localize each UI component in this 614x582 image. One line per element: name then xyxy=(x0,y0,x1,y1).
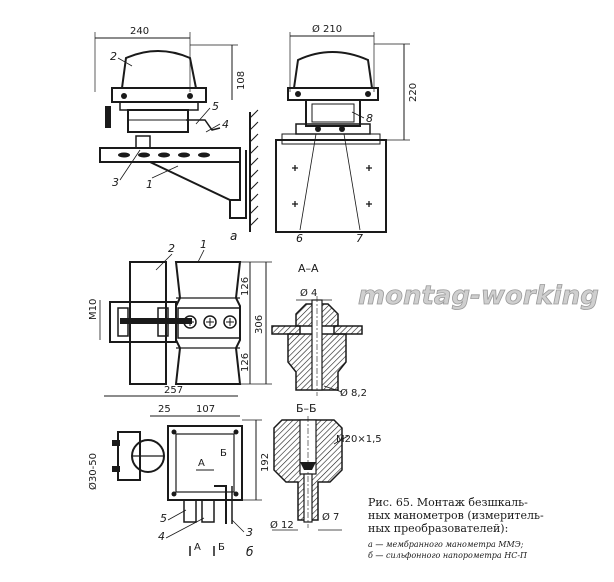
dim-306: 306 xyxy=(254,315,265,334)
callout-5-b: 5 xyxy=(160,512,167,525)
dim-126-bottom: 126 xyxy=(240,353,251,372)
section-bb-dim-right: Ø 7 xyxy=(322,511,339,523)
callout-4-b: 4 xyxy=(158,530,165,543)
callout-1-a: 1 xyxy=(146,178,153,191)
wall-hatch xyxy=(249,109,259,227)
section-bb: Б–Б M20×1,5 Ø 12 Ø 7 xyxy=(270,402,382,531)
callout-3-b: 3 xyxy=(246,526,253,539)
section-aa-dim-bottom: Ø 8,2 xyxy=(340,387,367,399)
callout-3-a: 3 xyxy=(112,176,119,189)
callout-6-a: 6 xyxy=(296,232,303,245)
section-aa: А–А Ø 4 Ø 8,2 xyxy=(271,262,367,399)
view-b-assembly: 2 1 M10 126 306 126 xyxy=(88,238,272,397)
caption-line-4: а — мембранного манометра ММЭ; xyxy=(368,540,524,549)
callout-5-a: 5 xyxy=(212,100,219,113)
callout-2-a: 2 xyxy=(110,50,117,63)
dim-pipe: Ø30-50 xyxy=(87,453,99,490)
dim-126-top: 126 xyxy=(240,277,251,296)
dim-192: 192 xyxy=(260,453,271,472)
dim-d210: Ø 210 xyxy=(312,23,342,35)
dim-108: 108 xyxy=(236,71,247,90)
section-aa-dim-top: Ø 4 xyxy=(300,287,317,299)
dim-m10: M10 xyxy=(88,299,99,320)
mark-a-lower: А xyxy=(194,542,201,553)
slot-row xyxy=(118,152,210,158)
view-a-side: 240 108 xyxy=(94,26,259,243)
callout-2-b: 2 xyxy=(168,242,175,255)
dim-25: 25 xyxy=(158,404,171,415)
section-bb-dim-left: Ø 12 xyxy=(270,519,294,531)
mark-a-upper: А xyxy=(198,458,205,469)
panel-letter-b: б xyxy=(246,545,254,559)
callout-1-b: 1 xyxy=(200,238,207,251)
mark-b-lower: Б xyxy=(218,542,225,553)
caption-line-2: ных манометров (измеритель- xyxy=(368,509,544,522)
caption-line-5: б — сильфонного напорометра НС-П xyxy=(368,551,528,560)
caption-line-3: ных преобразователей): xyxy=(368,522,508,535)
dim-107: 107 xyxy=(196,404,215,415)
view-a-front: Ø 210 220 6 7 8 xyxy=(275,23,419,245)
section-bb-title: Б–Б xyxy=(296,402,317,415)
section-bb-dim-thread: M20×1,5 xyxy=(336,434,382,445)
callout-7-a: 7 xyxy=(356,232,363,245)
dim-240: 240 xyxy=(130,26,149,37)
mounting-holes xyxy=(292,165,372,207)
dim-257: 257 xyxy=(164,385,183,396)
dim-220: 220 xyxy=(408,83,419,102)
callout-8-a: 8 xyxy=(366,112,373,125)
caption-line-1: Рис. 65. Монтаж безшкаль- xyxy=(368,496,528,509)
callout-4-a: 4 xyxy=(222,118,229,131)
figure-caption: Рис. 65. Монтаж безшкаль- ных манометров… xyxy=(368,496,544,560)
section-aa-title: А–А xyxy=(298,262,319,275)
mark-b-upper: Б xyxy=(220,448,227,459)
panel-letter-a: а xyxy=(230,229,237,243)
view-b-lower: 25 107 Ø30-50 192 А Б 5 4 3 xyxy=(87,404,271,559)
watermark: montag-working xyxy=(358,281,599,311)
panel-bolts xyxy=(183,315,237,329)
